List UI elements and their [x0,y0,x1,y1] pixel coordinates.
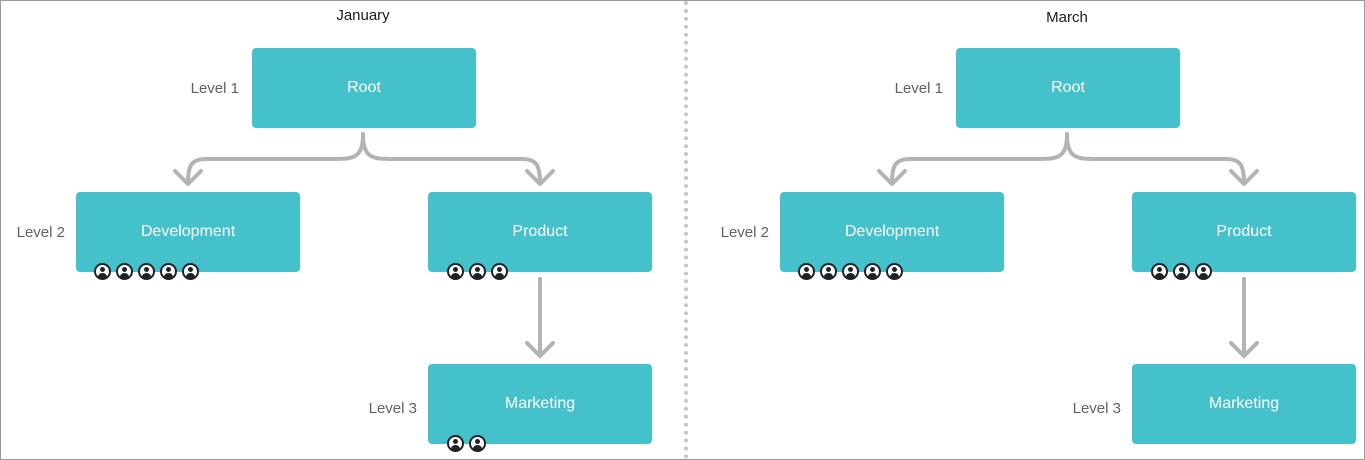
user-avatar-icon [94,263,111,280]
arrowhead-product [1229,169,1259,186]
level-2-label: Level 2 [16,224,65,241]
development-members [94,263,199,280]
level-2-label: Level 2 [720,224,769,241]
user-avatar-icon [447,263,464,280]
node-marketing[interactable]: Marketing [1132,364,1356,444]
node-product[interactable]: Product [428,192,652,272]
arrowhead-development [173,169,203,186]
node-product[interactable]: Product [1132,192,1356,272]
user-avatar-icon [1173,263,1190,280]
marketing-members [447,435,486,452]
arrowhead-product [525,169,555,186]
node-development[interactable]: Development [780,192,1004,272]
product-members [1151,263,1212,280]
user-avatar-icon [469,435,486,452]
panel-january: January Level 1 Level 2 Level 3 Root Dev… [1,1,684,459]
user-avatar-icon [842,263,859,280]
connector-root-product [1065,132,1246,185]
user-avatar-icon [1195,263,1212,280]
node-root[interactable]: Root [252,48,476,128]
connector-root-product [361,132,542,185]
arrowhead-marketing [525,341,555,358]
panel-title: March [1046,9,1088,26]
panel-divider [684,1,688,459]
user-avatar-icon [182,263,199,280]
user-avatar-icon [864,263,881,280]
user-avatar-icon [491,263,508,280]
connectors [173,132,555,358]
product-members [447,263,508,280]
connectors [877,132,1259,358]
connector-root-development [890,132,1069,185]
user-avatar-icon [886,263,903,280]
level-3-label: Level 3 [1072,400,1121,417]
arrowhead-development [877,169,907,186]
level-3-label: Level 3 [368,400,417,417]
user-avatar-icon [1151,263,1168,280]
user-avatar-icon [447,435,464,452]
development-members [798,263,903,280]
node-root[interactable]: Root [956,48,1180,128]
panel-march: March Level 1 Level 2 Level 3 Root Devel… [705,1,1365,459]
panel-title: January [336,7,390,24]
user-avatar-icon [798,263,815,280]
user-avatar-icon [469,263,486,280]
user-avatar-icon [138,263,155,280]
arrowhead-marketing [1229,341,1259,358]
node-marketing[interactable]: Marketing [428,364,652,444]
user-avatar-icon [820,263,837,280]
user-avatar-icon [160,263,177,280]
connector-root-development [186,132,365,185]
level-1-label: Level 1 [190,80,239,97]
node-development[interactable]: Development [76,192,300,272]
user-avatar-icon [116,263,133,280]
level-1-label: Level 1 [894,80,943,97]
